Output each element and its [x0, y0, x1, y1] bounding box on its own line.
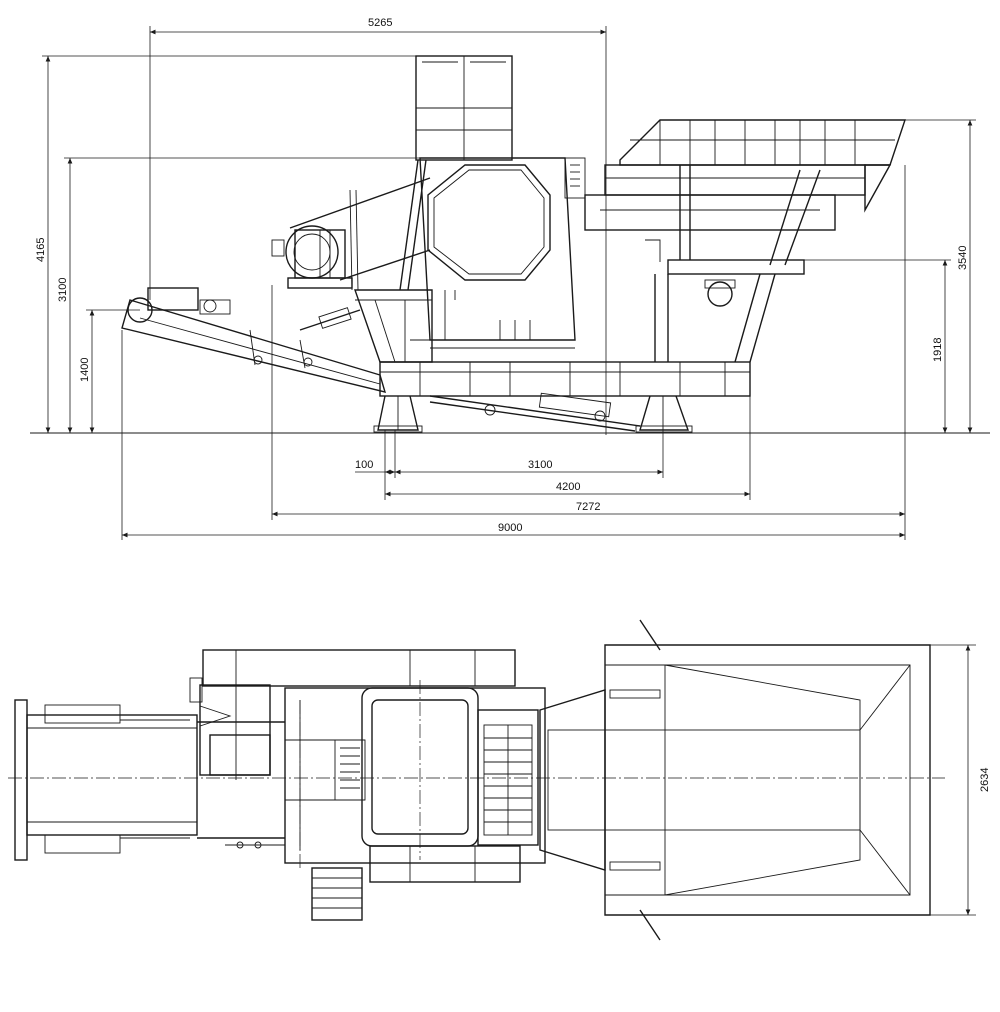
motor [271, 225, 353, 289]
dim-label-9000: 9000 [498, 522, 522, 534]
plan-frame [284, 687, 546, 870]
plan-view: 2634 [8, 619, 991, 941]
dim-label-1400: 1400 [79, 358, 91, 382]
conveyor-support [354, 289, 433, 363]
plan-motor [189, 650, 271, 780]
side-elevation-view: 5265 4165 3100 1400 3540 1918 100 3100 4… [30, 17, 990, 540]
hopper-support [645, 165, 821, 363]
plan-crusher-opening [361, 680, 479, 860]
plan-conveyor [14, 699, 285, 861]
drive-belt [289, 159, 431, 291]
feed-chute [415, 55, 513, 161]
dim-label-7272: 7272 [576, 501, 600, 513]
crusher-body [419, 157, 586, 349]
dim-label-4200: 4200 [556, 481, 580, 493]
dim-label-2634: 2634 [979, 768, 991, 792]
plan-dimension [930, 644, 976, 916]
hydraulic-cylinder [429, 392, 641, 432]
plan-grid [477, 709, 539, 846]
dim-label-3100-height: 3100 [57, 278, 69, 302]
support-legs [373, 395, 693, 433]
feed-hopper [584, 119, 906, 231]
plan-stairs [311, 867, 363, 921]
dim-label-1918: 1918 [932, 338, 944, 362]
dim-label-100: 100 [355, 459, 373, 471]
dim-label-3540: 3540 [957, 246, 969, 270]
dim-label-5265: 5265 [368, 17, 392, 29]
dim-label-4165: 4165 [35, 238, 47, 262]
dim-label-3100-base: 3100 [528, 459, 552, 471]
discharge-conveyor [121, 287, 387, 393]
chassis-frame [379, 361, 751, 397]
side-dimensions [42, 26, 976, 540]
plan-hopper [539, 619, 931, 941]
